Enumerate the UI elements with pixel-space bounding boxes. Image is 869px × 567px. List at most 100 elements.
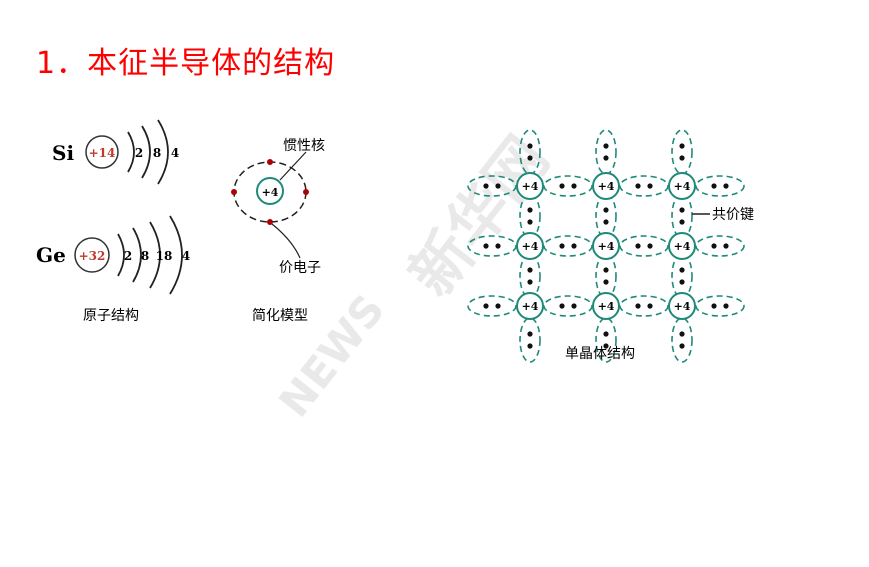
bond-electron bbox=[527, 219, 533, 225]
core-label: 惯性核 bbox=[283, 137, 325, 154]
ge-shell-4 bbox=[169, 215, 183, 295]
bond-electron bbox=[711, 243, 717, 249]
bond-electron bbox=[679, 267, 685, 273]
bond-electron bbox=[635, 183, 641, 189]
lattice-atom-core bbox=[668, 232, 696, 260]
ge-charge: +32 bbox=[79, 249, 106, 263]
si-shell-count-3: 4 bbox=[171, 146, 179, 160]
lattice-atom-charge: +4 bbox=[598, 180, 615, 193]
covalent-bond bbox=[595, 193, 617, 239]
covalent-bond bbox=[619, 235, 669, 257]
bond-electron bbox=[635, 303, 641, 309]
lattice-atom-charge: +4 bbox=[598, 240, 615, 253]
lattice-atom-charge: +4 bbox=[598, 300, 615, 313]
lattice-atom-charge: +4 bbox=[522, 180, 539, 193]
covalent-bond bbox=[519, 253, 541, 299]
si-shell-3 bbox=[157, 119, 169, 185]
covalent-bond bbox=[671, 129, 693, 175]
ge-shell-2 bbox=[132, 227, 142, 283]
bond-electron bbox=[527, 331, 533, 337]
bond-electron bbox=[603, 279, 609, 285]
crystal-caption: 单晶体结构 bbox=[565, 346, 635, 362]
bond-electron bbox=[559, 303, 565, 309]
si-shell-count-2: 8 bbox=[153, 146, 161, 160]
lattice-atom-charge: +4 bbox=[674, 240, 691, 253]
ge-nucleus bbox=[74, 237, 110, 273]
bond-electron bbox=[679, 143, 685, 149]
bond-electron bbox=[635, 243, 641, 249]
valence-label: 价电子 bbox=[279, 260, 321, 276]
inert-core bbox=[256, 177, 284, 205]
bond-electron bbox=[711, 303, 717, 309]
bond-electron bbox=[679, 219, 685, 225]
covalent-bond bbox=[543, 295, 593, 317]
lattice-atom-core bbox=[516, 292, 544, 320]
lattice-atom-core bbox=[592, 292, 620, 320]
covalent-bond bbox=[595, 129, 617, 175]
covalent-bond bbox=[671, 317, 693, 363]
valence-electron bbox=[267, 159, 273, 165]
atomic-caption: 原子结构 bbox=[83, 308, 139, 324]
bond-electron bbox=[527, 207, 533, 213]
bond-electron bbox=[679, 279, 685, 285]
covalent-bond bbox=[619, 295, 669, 317]
bond-electron bbox=[483, 243, 489, 249]
svg-text:NEWS: NEWS bbox=[269, 285, 394, 426]
bond-electron bbox=[603, 343, 609, 349]
ge-shell-count-2: 8 bbox=[141, 249, 149, 263]
si-nucleus bbox=[85, 135, 119, 169]
bond-electron bbox=[483, 183, 489, 189]
lattice-atom-charge: +4 bbox=[522, 300, 539, 313]
si-symbol: Si bbox=[52, 141, 74, 165]
lattice-atom-core bbox=[592, 172, 620, 200]
covalent-bond bbox=[619, 175, 669, 197]
covalent-bond bbox=[595, 253, 617, 299]
lattice-atom-core bbox=[668, 172, 696, 200]
valence-leader-line bbox=[271, 223, 301, 259]
bond-electron bbox=[647, 303, 653, 309]
covalent-bond bbox=[695, 235, 745, 257]
bond-electron bbox=[559, 183, 565, 189]
bond-electron bbox=[527, 267, 533, 273]
bond-electron bbox=[527, 279, 533, 285]
lattice-atom-charge: +4 bbox=[522, 240, 539, 253]
valence-electron bbox=[267, 219, 273, 225]
crystal-lattice: +4+4+4+4+4+4+4+4+4 bbox=[467, 129, 745, 363]
bond-electron bbox=[647, 183, 653, 189]
bond-electron bbox=[603, 219, 609, 225]
bond-electron bbox=[723, 243, 729, 249]
bond-electron bbox=[571, 303, 577, 309]
core-charge: +4 bbox=[262, 186, 279, 199]
simplified-model: +4 惯性核 价电子 简化模型 bbox=[231, 137, 325, 324]
lattice-atom-core bbox=[516, 232, 544, 260]
lattice-atom-core bbox=[668, 292, 696, 320]
covalent-bond bbox=[695, 175, 745, 197]
slide-title: 1．本征半导体的结构 bbox=[36, 46, 336, 81]
bond-electron bbox=[483, 303, 489, 309]
covalent-bond bbox=[467, 295, 517, 317]
covalent-bond bbox=[671, 253, 693, 299]
bond-label: 共价键 bbox=[712, 207, 754, 223]
lattice-atom-core bbox=[592, 232, 620, 260]
atomic-structure: Si +14 2 8 4 Ge +32 2 8 18 4 原子结构 bbox=[36, 119, 190, 324]
valence-electron bbox=[231, 189, 237, 195]
covalent-bond bbox=[543, 235, 593, 257]
bond-electron bbox=[603, 143, 609, 149]
bond-electron bbox=[495, 243, 501, 249]
ge-shell-count-3: 18 bbox=[156, 249, 173, 263]
bond-electron bbox=[603, 155, 609, 161]
valence-electron bbox=[303, 189, 309, 195]
bond-electron bbox=[559, 243, 565, 249]
covalent-bond bbox=[519, 317, 541, 363]
bond-electron bbox=[679, 331, 685, 337]
covalent-bond bbox=[543, 175, 593, 197]
bond-electron bbox=[495, 183, 501, 189]
simplified-caption: 简化模型 bbox=[252, 307, 308, 324]
bond-electron bbox=[527, 143, 533, 149]
si-shell-count-1: 2 bbox=[135, 146, 143, 160]
ge-symbol: Ge bbox=[36, 243, 66, 267]
covalent-bond bbox=[695, 295, 745, 317]
bond-electron bbox=[679, 343, 685, 349]
lattice-atom-core bbox=[516, 172, 544, 200]
